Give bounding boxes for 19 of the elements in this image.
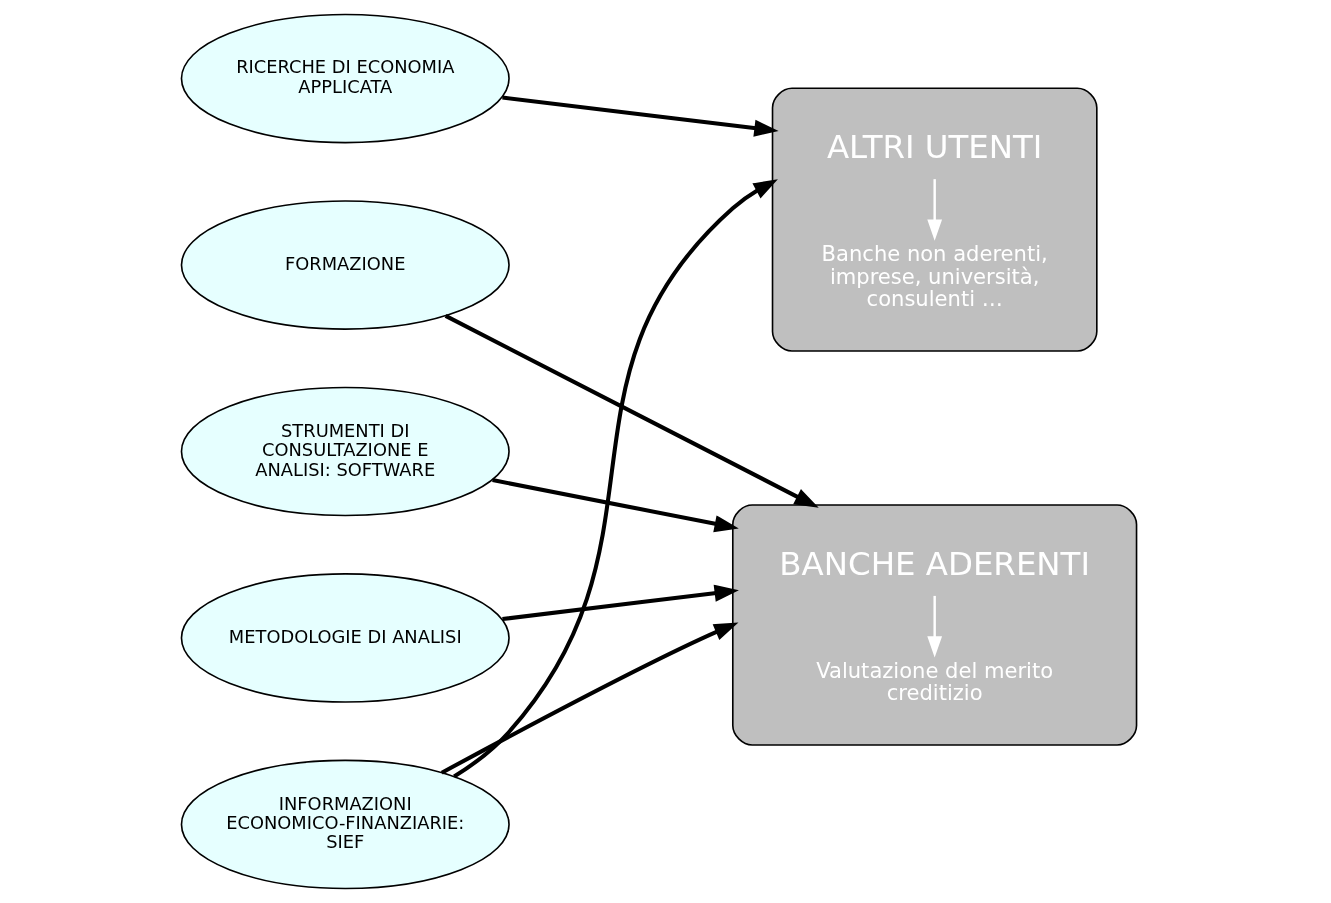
arrow — [502, 584, 739, 622]
node-ellipse: FORMAZIONE — [180, 200, 510, 330]
node-ellipse: METODOLOGIE DI ANALISI — [180, 573, 510, 703]
node-text: BANCHE ADERENTI — [779, 544, 1090, 583]
arrow — [492, 478, 739, 533]
node-text: ALTRI UTENTI — [826, 128, 1043, 167]
node-ellipse: RICERCHE DI ECONOMIA APPLICATA — [180, 13, 510, 144]
arrow — [444, 314, 819, 508]
arrow — [927, 595, 943, 658]
node-text: Banche non aderenti, imprese, università, consulenti … — [821, 240, 1048, 312]
node-ellipse: STRUMENTI DI CONSULTAZIONE E ANALISI: SOFTWARE — [180, 386, 510, 517]
arrow — [502, 95, 779, 137]
cluster — [771, 87, 1098, 352]
arrow — [927, 179, 943, 241]
arrow — [440, 622, 739, 775]
arrow — [453, 179, 778, 779]
node-text: Valutazione del merito creditizio — [816, 657, 1054, 706]
node-ellipse: INFORMAZIONI ECONOMICO-FINANZIARIE: SIEF — [180, 759, 510, 890]
cluster — [732, 504, 1138, 746]
